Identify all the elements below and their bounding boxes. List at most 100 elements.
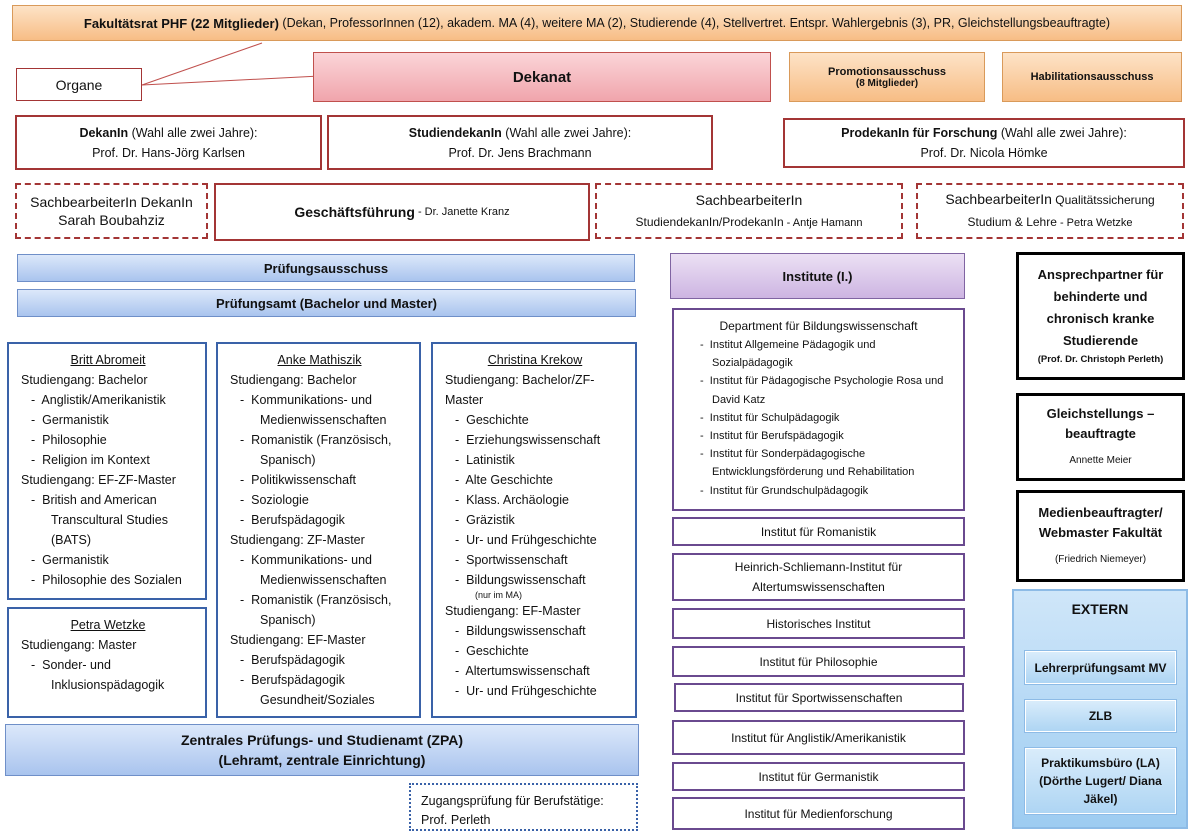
program-item: Germanistik	[31, 550, 195, 570]
program-list: GeschichteErziehungswissenschaftLatinist…	[445, 410, 625, 601]
sb-qualitaet-box: SachbearbeiterIn Qualitätssicherung Stud…	[916, 183, 1184, 239]
department-institute-item: Institut für Schulpädagogik	[700, 409, 957, 427]
extern-item-lehrerpruefungsamt: Lehrerprüfungsamt MV	[1024, 650, 1177, 685]
prodekan-name: Prof. Dr. Nicola Hömke	[920, 146, 1048, 160]
program-item: Philosophie des Sozialen	[31, 570, 195, 590]
ansprechpartner-title: Ansprechpartner für behinderte und chron…	[1037, 267, 1164, 348]
program-item: Latinistik	[455, 450, 625, 470]
ansprechpartner-name: (Prof. Dr. Christoph Perleth)	[1037, 354, 1164, 365]
dekanat-label: Dekanat	[512, 68, 572, 86]
department-institute-item: Institut für Pädagogische Psychologie Ro…	[700, 372, 957, 408]
program-item: Gräzistik	[455, 510, 625, 530]
promotionsausschuss-title: Promotionsausschuss	[828, 65, 946, 78]
studiendekan-name: Prof. Dr. Jens Brachmann	[448, 145, 592, 160]
program-item: Sonder- und Inklusionspädagogik	[31, 655, 195, 695]
program-list: Kommunikations- und Medienwissenschaften…	[230, 550, 409, 630]
program-item: Soziologie	[240, 490, 409, 510]
program-heading: Studiengang: Bachelor/ZF-Master	[445, 373, 595, 407]
dekan-box: DekanIn (Wahl alle zwei Jahre): Prof. Dr…	[15, 115, 322, 170]
studiendekan-title-rest: (Wahl alle zwei Jahre):	[501, 125, 632, 140]
dekan-name: Prof. Dr. Hans-Jörg Karlsen	[92, 145, 245, 160]
department-title: Department für Bildungswissenschaft	[719, 319, 918, 333]
prodekan-box: ProdekanIn für Forschung (Wahl alle zwei…	[783, 118, 1185, 168]
institute-box: Institut für Medienforschung	[672, 797, 965, 830]
dekan-title-rest: (Wahl alle zwei Jahre):	[128, 125, 258, 140]
prodekan-title: ProdekanIn für Forschung	[841, 126, 998, 140]
person-name: Petra Wetzke	[70, 618, 146, 632]
person-name: Britt Abromeit	[70, 353, 146, 367]
department-institute-item: Institut für Sonderpädagogische Entwickl…	[700, 445, 957, 481]
sb-qualitaet-name: - Petra Wetzke	[1056, 217, 1133, 229]
fakultaetsrat-detail: (Dekan, ProfessorInnen (12), akadem. MA …	[278, 16, 1111, 30]
extern-item-praktikumsbuero: Praktikumsbüro (LA) (Dörthe Lugert/ Dian…	[1024, 747, 1177, 815]
pruefungsamt-label: Prüfungsamt (Bachelor und Master)	[215, 295, 438, 311]
department-institute-list: Institut Allgemeine Pädagogik und Sozial…	[680, 336, 957, 500]
promotionsausschuss-box: Promotionsausschuss (8 Mitglieder)	[789, 52, 985, 102]
program-heading: Studiengang: EF-ZF-Master	[21, 473, 176, 487]
program-item: Berufspädagogik	[240, 650, 409, 670]
promotionsausschuss-sub: (8 Mitglieder)	[855, 77, 919, 89]
program-heading: Studiengang: Bachelor	[230, 373, 357, 387]
program-item: Religion im Kontext	[31, 450, 195, 470]
program-item: Geschichte	[455, 641, 625, 661]
dekan-title: DekanIn	[79, 125, 129, 140]
studiendekan-box: StudiendekanIn (Wahl alle zwei Jahre): P…	[327, 115, 713, 170]
zugangspruefung-line1: Zugangsprüfung für Berufstätige:	[421, 794, 604, 808]
institute-box: Institut für Philosophie	[672, 646, 965, 677]
program-item: Bildungswissenschaft	[455, 570, 625, 590]
program-item: Klass. Archäologie	[455, 490, 625, 510]
sb-dekan-box: SachbearbeiterIn DekanIn Sarah Boubahziz	[15, 183, 208, 239]
pruefungsausschuss-box: Prüfungsausschuss	[17, 254, 635, 282]
institute-box: Institut für Anglistik/Amerikanistik	[672, 720, 965, 755]
gleichstellung-title: Gleichstellungs – beauftragte	[1046, 406, 1155, 441]
medienbeauftragter-title: Medienbeauftragter/ Webmaster Fakultät	[1038, 505, 1163, 540]
program-item: Philosophie	[31, 430, 195, 450]
organe-label: Organe	[55, 76, 103, 93]
program-heading: Studiengang: ZF-Master	[230, 533, 365, 547]
institute-box: Institut für Romanistik	[672, 517, 965, 546]
program-item: Alte Geschichte	[455, 470, 625, 490]
ansprechpartner-box: Ansprechpartner für behinderte und chron…	[1016, 252, 1185, 380]
program-item: Kommunikations- und Medienwissenschaften	[240, 390, 409, 430]
zpa-line2: (Lehramt, zentrale Einrichtung)	[218, 752, 426, 768]
pruefungsausschuss-label: Prüfungsausschuss	[263, 260, 389, 276]
program-item: Erziehungswissenschaft	[455, 430, 625, 450]
habilitationsausschuss-box: Habilitationsausschuss	[1002, 52, 1182, 102]
program-note: (nur im MA)	[475, 590, 522, 600]
program-heading: Studiengang: EF-Master	[445, 604, 581, 618]
department-institute-item: Institut für Grundschulpädagogik	[700, 482, 957, 500]
department-institute-item: Institut für Berufspädagogik	[700, 427, 957, 445]
program-item: British and American Transcultural Studi…	[31, 490, 195, 550]
person-name: Christina Krekow	[487, 353, 583, 367]
sb-dekan-line1: SachbearbeiterIn DekanIn	[30, 194, 193, 210]
program-heading: Studiengang: Master	[21, 638, 137, 652]
geschaeftsfuehrung-title: Geschäftsführung	[294, 204, 415, 220]
institute-box: Institut für Germanistik	[672, 762, 965, 791]
program-item: Ur- und Frühgeschichte	[455, 681, 625, 701]
sb-qualitaet-line1: SachbearbeiterIn	[945, 191, 1052, 207]
program-item: Anglistik/Amerikanistik	[31, 390, 195, 410]
program-list: BildungswissenschaftGeschichteAltertumsw…	[445, 621, 625, 701]
sb-qualitaet-line1-rest: Qualitätssicherung	[1051, 193, 1155, 207]
extern-title: EXTERN	[1071, 601, 1129, 617]
program-item: Ur- und Frühgeschichte	[455, 530, 625, 550]
program-item: Geschichte	[455, 410, 625, 430]
program-item: Sportwissenschaft	[455, 550, 625, 570]
institute-header-box: Institute (I.)	[670, 253, 965, 299]
program-item: Bildungswissenschaft	[455, 621, 625, 641]
sb-dekan-line2: Sarah Boubahziz	[58, 212, 165, 228]
zugangspruefung-line2: Prof. Perleth	[421, 813, 491, 827]
sb-studiendekan-box: SachbearbeiterIn StudiendekanIn/Prodekan…	[595, 183, 903, 239]
geschaeftsfuehrung-box: Geschäftsführung - Dr. Janette Kranz	[214, 183, 590, 241]
department-box: Department für Bildungswissenschaft Inst…	[672, 308, 965, 511]
zpa-box: Zentrales Prüfungs- und Studienamt (ZPA)…	[5, 724, 639, 776]
geschaeftsfuehrung-name: - Dr. Janette Kranz	[414, 206, 510, 218]
program-item: Berufspädagogik Gesundheit/Soziales	[240, 670, 409, 710]
dekanat-box: Dekanat	[313, 52, 771, 102]
department-institute-item: Institut Allgemeine Pädagogik und Sozial…	[700, 336, 957, 372]
program-heading: Studiengang: Bachelor	[21, 373, 148, 387]
program-item: Berufspädagogik	[240, 510, 409, 530]
